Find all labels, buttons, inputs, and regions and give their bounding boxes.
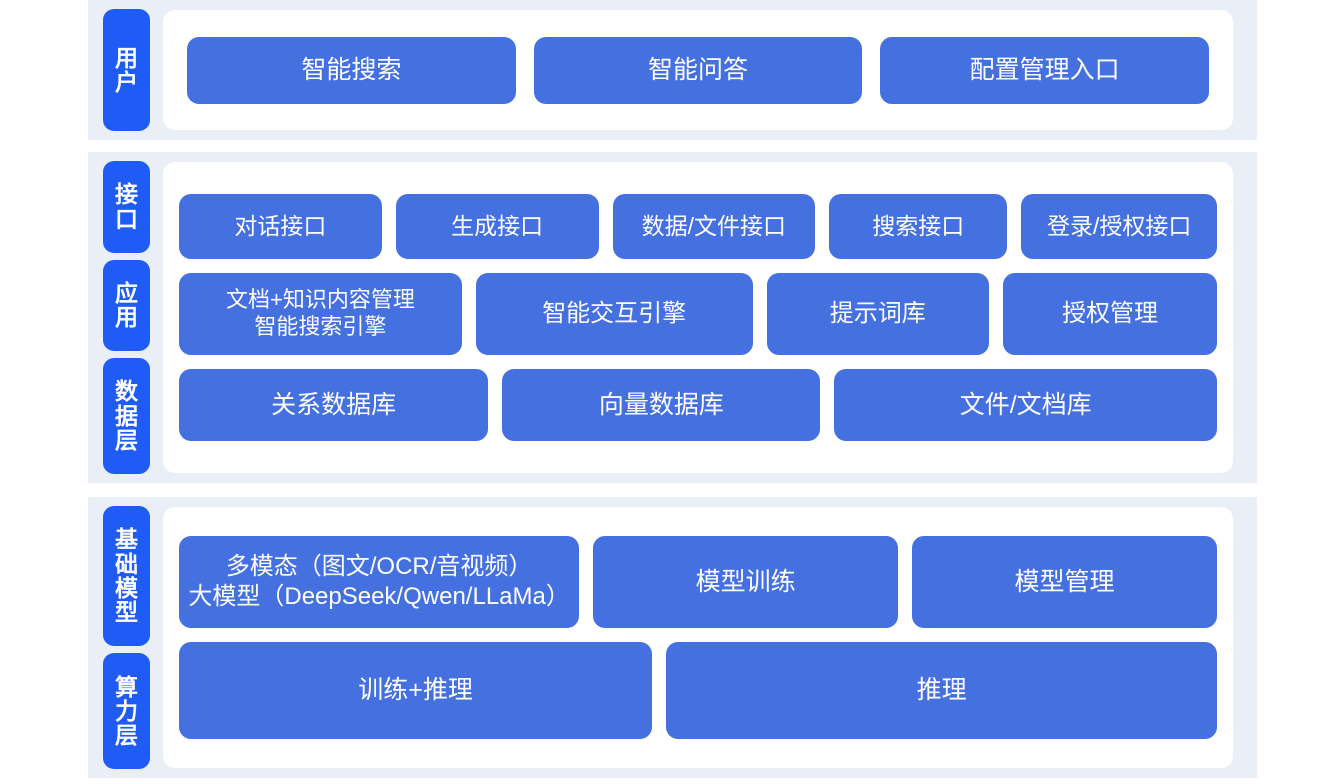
row-model: 多模态（图文/OCR/音视频） 大模型（DeepSeek/Qwen/LLaMa）… bbox=[179, 536, 1217, 628]
box-inference[interactable]: 推理 bbox=[666, 642, 1217, 739]
box-prompt-library[interactable]: 提示词库 bbox=[766, 273, 989, 355]
box-smart-qa[interactable]: 智能问答 bbox=[533, 36, 863, 104]
rail-chip-label: 数据层 bbox=[115, 378, 138, 454]
box-smart-interaction-engine[interactable]: 智能交互引擎 bbox=[475, 273, 753, 355]
panel-middle: 对话接口 生成接口 数据/文件接口 搜索接口 登录/授权接口 文档+知识内容管理… bbox=[163, 162, 1233, 473]
rail-chip-foundation-model: 基础模型 bbox=[103, 506, 150, 647]
box-dialog-api[interactable]: 对话接口 bbox=[179, 194, 382, 259]
box-config-management-entry[interactable]: 配置管理入口 bbox=[880, 36, 1210, 104]
row-user-entries: 智能搜索 智能问答 配置管理入口 bbox=[187, 36, 1210, 104]
box-search-api[interactable]: 搜索接口 bbox=[829, 194, 1008, 259]
section-middle: 接口 应用 数据层 对话接口 生成接口 数据/文件接口 搜索接口 登录/授权接口… bbox=[88, 152, 1257, 483]
box-relational-database[interactable]: 关系数据库 bbox=[179, 369, 489, 441]
row-compute: 训练+推理 推理 bbox=[179, 642, 1217, 739]
box-vector-database[interactable]: 向量数据库 bbox=[502, 369, 821, 441]
box-authorization-management[interactable]: 授权管理 bbox=[1002, 273, 1217, 355]
box-model-training[interactable]: 模型训练 bbox=[593, 536, 899, 628]
rail-chip-application: 应用 bbox=[103, 259, 150, 352]
panel-infrastructure: 多模态（图文/OCR/音视频） 大模型（DeepSeek/Qwen/LLaMa）… bbox=[163, 507, 1233, 768]
rail-user: 用户 bbox=[88, 0, 150, 140]
box-document-knowledge-management[interactable]: 文档+知识内容管理 智能搜索引擎 bbox=[179, 273, 462, 355]
section-user: 用户 智能搜索 智能问答 配置管理入口 bbox=[88, 0, 1257, 140]
rail-chip-label: 接口 bbox=[115, 181, 138, 232]
box-generation-api[interactable]: 生成接口 bbox=[395, 194, 599, 259]
rail-chip-compute-layer: 算力层 bbox=[103, 653, 150, 769]
rail-chip-interface: 接口 bbox=[103, 161, 150, 253]
box-smart-search[interactable]: 智能搜索 bbox=[187, 36, 516, 104]
rail-chip-label: 用户 bbox=[115, 44, 138, 95]
panel-user: 智能搜索 智能问答 配置管理入口 bbox=[163, 10, 1233, 130]
row-interface: 对话接口 生成接口 数据/文件接口 搜索接口 登录/授权接口 bbox=[179, 194, 1218, 259]
box-file-document-store[interactable]: 文件/文档库 bbox=[834, 369, 1217, 441]
box-multimodal-large-model[interactable]: 多模态（图文/OCR/音视频） 大模型（DeepSeek/Qwen/LLaMa） bbox=[179, 536, 580, 628]
section-infrastructure: 基础模型 算力层 多模态（图文/OCR/音视频） 大模型（DeepSeek/Qw… bbox=[88, 497, 1257, 778]
rail-chip-label: 应用 bbox=[115, 279, 138, 331]
row-data: 关系数据库 向量数据库 文件/文档库 bbox=[179, 369, 1217, 441]
rail-chip-user: 用户 bbox=[103, 9, 150, 131]
rail-infrastructure: 基础模型 算力层 bbox=[88, 497, 150, 778]
box-training-plus-inference[interactable]: 训练+推理 bbox=[179, 642, 653, 739]
rail-chip-label: 基础模型 bbox=[115, 526, 138, 626]
rail-middle: 接口 应用 数据层 bbox=[88, 152, 150, 483]
rail-chip-label: 算力层 bbox=[115, 673, 138, 749]
box-data-file-api[interactable]: 数据/文件接口 bbox=[612, 194, 816, 259]
box-login-auth-api[interactable]: 登录/授权接口 bbox=[1021, 194, 1218, 259]
row-application: 文档+知识内容管理 智能搜索引擎 智能交互引擎 提示词库 授权管理 bbox=[179, 273, 1217, 355]
rail-chip-data-layer: 数据层 bbox=[103, 358, 150, 475]
box-model-management[interactable]: 模型管理 bbox=[912, 536, 1217, 628]
